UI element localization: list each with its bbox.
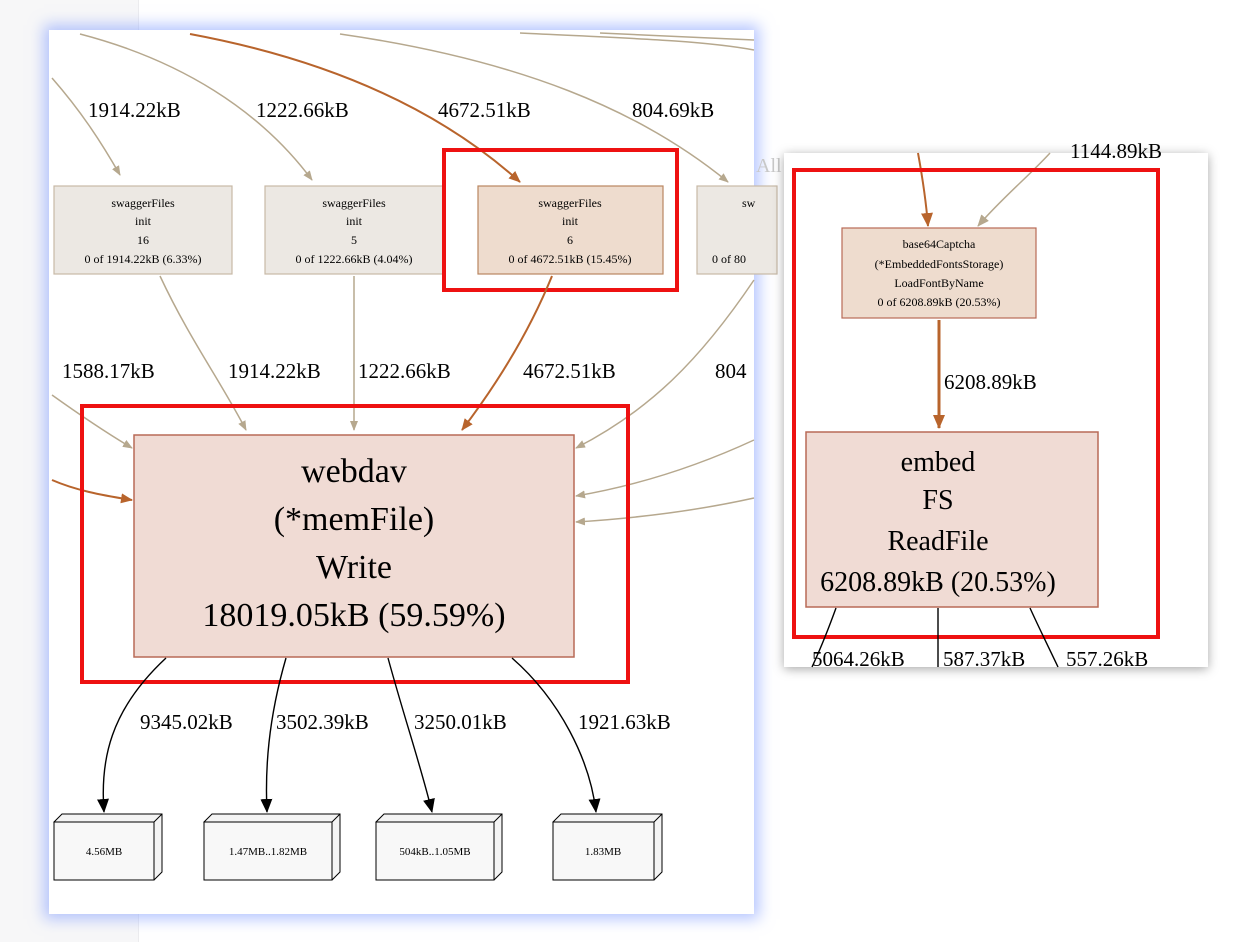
node-line3: Write	[316, 549, 392, 586]
edge-label-init-16: 1914.22kB	[88, 98, 181, 122]
node-swaggerfiles-init-5[interactable]: swaggerFiles init 5 0 of 1222.66kB (4.04…	[264, 185, 444, 275]
node-num: 5	[351, 233, 357, 247]
node-stat: 0 of 80	[712, 252, 746, 266]
edge-out-3	[387, 657, 435, 813]
node-name: sw	[742, 196, 756, 210]
edge-to-init-sw	[339, 33, 729, 183]
leaf-label: 504kB..1.05MB	[399, 846, 470, 858]
edge-label-out-2: 3502.39kB	[276, 710, 369, 734]
leaf-box-2[interactable]: 1.47MB..1.82MB	[203, 813, 341, 881]
node-name: swaggerFiles	[111, 196, 175, 210]
edge-right-to-webdav-3	[575, 497, 755, 526]
edge-label-init-5: 1222.66kB	[256, 98, 349, 122]
leaf-label: 4.56MB	[86, 846, 122, 858]
node-line2: FS	[922, 485, 953, 516]
node-line4: 18019.05kB (59.59%)	[202, 597, 505, 634]
node-line1: webdav	[301, 453, 407, 490]
leaf-label: 1.83MB	[585, 846, 621, 858]
node-line3: LoadFontByName	[894, 276, 983, 290]
node-line2: (*memFile)	[274, 501, 435, 538]
node-name: swaggerFiles	[322, 196, 386, 210]
node-stat: 0 of 1222.66kB (4.04%)	[296, 252, 413, 266]
edge-into-base64captcha-2	[977, 152, 1051, 227]
highlight-box-embed	[792, 168, 1160, 639]
node-num: 16	[137, 233, 149, 247]
ghost-text-layer: All	[756, 155, 782, 177]
edge-label-embed-out-2: 587.37kB	[943, 647, 1025, 671]
edge-to-init-16	[51, 77, 121, 176]
node-webdav-memfile-write[interactable]: webdav (*memFile) Write 18019.05kB (59.5…	[133, 434, 575, 658]
edge-left-to-webdav-2	[51, 479, 133, 504]
node-num: 6	[567, 233, 573, 247]
edge-label-init-sw: 804.69kB	[632, 98, 714, 122]
edge-label-top-partial: 1144.89kB	[1070, 139, 1162, 163]
node-embed-fs-readfile[interactable]: embed FS ReadFile 6208.89kB (20.53%)	[805, 431, 1099, 608]
edge-right-to-webdav-2	[575, 439, 755, 499]
ghost-all-text: All	[756, 155, 782, 177]
node-base64captcha-loadfontbyname[interactable]: base64Captcha (*EmbeddedFontsStorage) Lo…	[841, 227, 1037, 319]
node-line3: ReadFile	[887, 526, 988, 557]
node-func: init	[346, 214, 363, 228]
edge-label-embed-out-3: 557.26kB	[1066, 647, 1148, 671]
edge-label-out-1: 9345.02kB	[140, 710, 233, 734]
edge-out-embed-1	[811, 607, 837, 668]
edge-label-left: 1588.17kB	[62, 359, 155, 383]
node-line4: 0 of 6208.89kB (20.53%)	[878, 295, 1001, 309]
main-graph-svg: 1914.22kB 1222.66kB 4672.51kB 804.69kB s…	[51, 32, 778, 881]
node-name: swaggerFiles	[538, 196, 602, 210]
node-stat: 0 of 4672.51kB (15.45%)	[509, 252, 632, 266]
highlight-box-webdav	[80, 404, 630, 684]
edge-into-base64captcha-1	[917, 152, 933, 227]
edge-out-4	[511, 657, 601, 813]
edge-top-right-2	[599, 32, 755, 41]
node-line4: 6208.89kB (20.53%)	[820, 567, 1056, 598]
edge-right-to-webdav-1	[575, 279, 755, 449]
edge-label-init6: 4672.51kB	[523, 359, 616, 383]
edge-label-init-6: 4672.51kB	[438, 98, 531, 122]
leaf-box-1[interactable]: 4.56MB	[53, 813, 163, 881]
node-func: init	[135, 214, 152, 228]
edge-to-init-5	[79, 33, 313, 181]
node-stat: 0 of 1914.22kB (6.33%)	[85, 252, 202, 266]
edge-out-1	[97, 657, 167, 813]
edge-out-2	[260, 657, 287, 813]
edge-label-init5: 1222.66kB	[358, 359, 451, 383]
edge-label-out-3: 3250.01kB	[414, 710, 507, 734]
right-graph-svg: 1144.89kB base64Captcha (*EmbeddedFontsS…	[792, 139, 1162, 671]
leaf-box-4[interactable]: 1.83MB	[552, 813, 663, 881]
edge-label-init16: 1914.22kB	[228, 359, 321, 383]
node-line1: embed	[901, 447, 976, 478]
right-graph-panel: 1144.89kB base64Captcha (*EmbeddedFontsS…	[784, 139, 1208, 671]
edge-left-to-webdav-1	[51, 394, 133, 449]
main-graph-panel: 1914.22kB 1222.66kB 4672.51kB 804.69kB s…	[49, 30, 778, 914]
node-func: init	[562, 214, 579, 228]
edge-to-init-6	[189, 33, 521, 183]
edge-top-right-1	[519, 32, 755, 51]
edge-init16-to-webdav	[159, 275, 247, 431]
edge-init6-to-webdav	[461, 275, 553, 431]
edge-label-right: 804	[715, 359, 747, 383]
edge-label-out-4: 1921.63kB	[578, 710, 671, 734]
node-line2: (*EmbeddedFontsStorage)	[875, 257, 1004, 271]
edge-label-embed-out-1: 5064.26kB	[812, 647, 905, 671]
leaf-label: 1.47MB..1.82MB	[229, 846, 307, 858]
node-swaggerfiles-init-partial[interactable]: sw 0 of 80	[696, 185, 778, 275]
node-swaggerfiles-init-6[interactable]: swaggerFiles init 6 0 of 4672.51kB (15.4…	[477, 185, 664, 275]
edge-out-embed-3	[1029, 607, 1059, 668]
highlight-box-init-6	[442, 148, 679, 292]
leaf-box-3[interactable]: 504kB..1.05MB	[375, 813, 503, 881]
node-swaggerfiles-init-16[interactable]: swaggerFiles init 16 0 of 1914.22kB (6.3…	[53, 185, 233, 275]
node-line1: base64Captcha	[903, 237, 976, 251]
edge-label-base64-to-embed: 6208.89kB	[944, 370, 1037, 394]
